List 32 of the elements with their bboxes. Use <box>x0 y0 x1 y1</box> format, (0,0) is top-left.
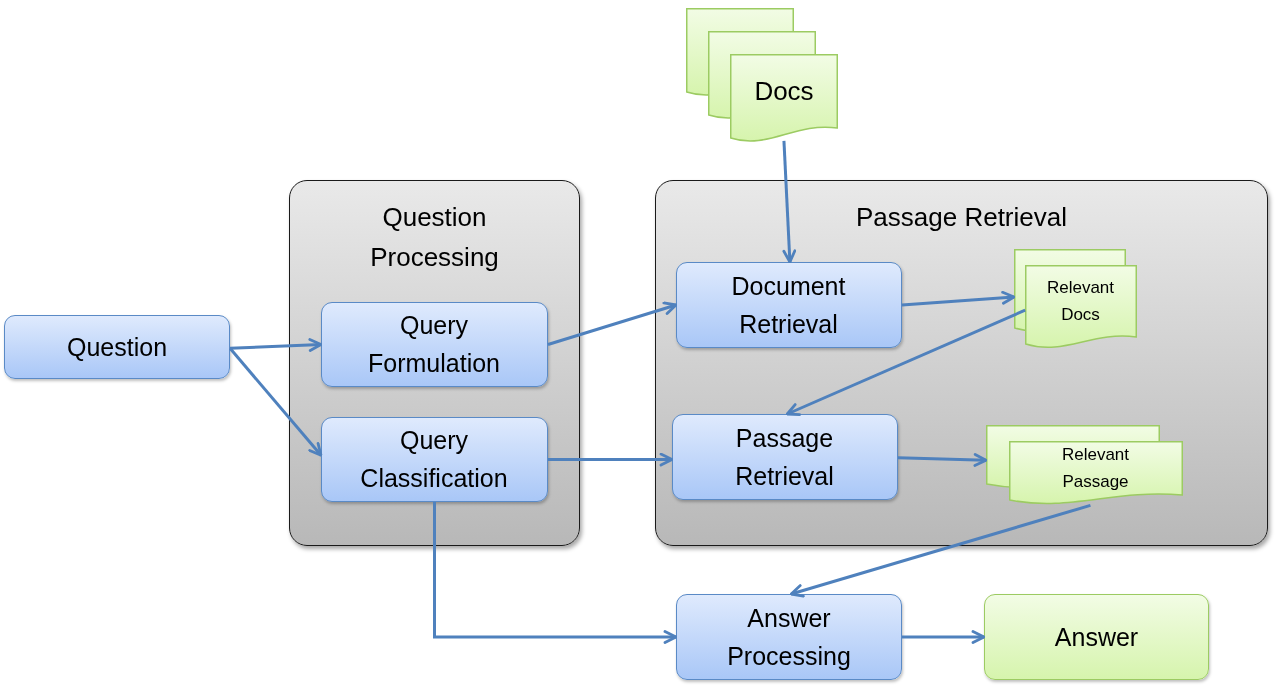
node-label: Document Retrieval <box>730 270 847 340</box>
arrow <box>548 452 674 467</box>
process-box <box>4 315 230 379</box>
process-box <box>320 301 548 387</box>
arrow <box>229 338 323 352</box>
group-panel <box>655 180 1268 546</box>
arrow <box>433 502 678 644</box>
result-box <box>984 594 1209 680</box>
arrow <box>547 301 678 346</box>
node-label: Relevant Docs <box>1045 276 1116 326</box>
node-label: Passage Retrieval <box>734 422 835 492</box>
arrow <box>897 453 988 467</box>
node-label: Answer Processing <box>726 603 852 672</box>
group-title: Question Processing <box>369 201 500 274</box>
process-box <box>320 416 548 502</box>
process-box <box>671 413 898 500</box>
node-label: Question <box>66 332 168 363</box>
arrow <box>785 308 1026 417</box>
group-panel <box>289 180 580 546</box>
node-label: Relevant Passage <box>1060 443 1131 493</box>
node-label: Answer <box>1054 622 1139 653</box>
arrow <box>901 290 1016 307</box>
arrow <box>782 140 797 264</box>
arrow <box>789 503 1091 598</box>
group-title: Passage Retrieval <box>856 201 1067 234</box>
arrow <box>902 630 986 644</box>
process-box <box>675 261 902 348</box>
node-label: Query Classification <box>359 425 509 494</box>
node-label: Docs <box>754 75 814 108</box>
arrow <box>228 347 323 457</box>
node-label: Query Formulation <box>367 310 501 379</box>
process-box <box>676 594 902 680</box>
